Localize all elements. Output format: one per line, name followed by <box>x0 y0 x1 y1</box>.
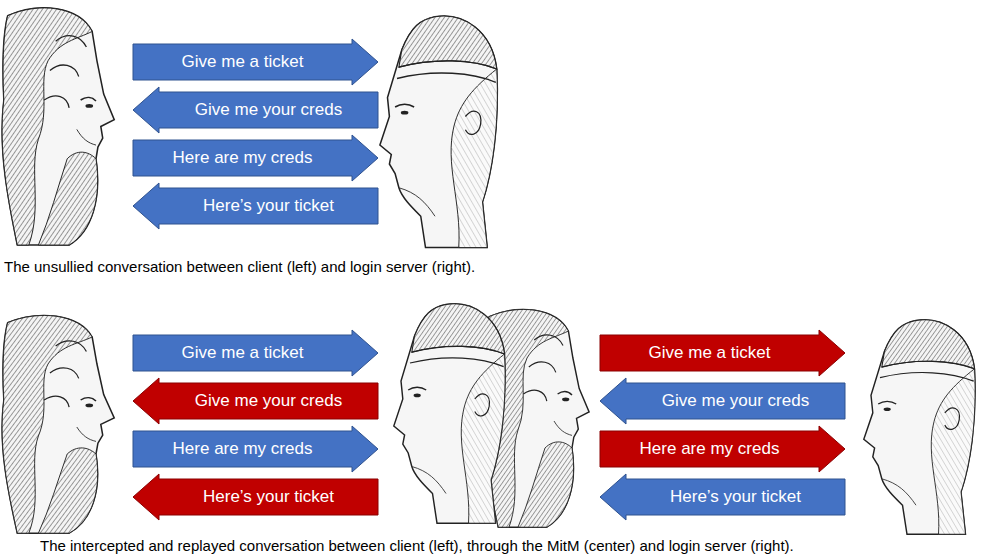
message-text: Here’s your ticket <box>159 474 378 520</box>
message-text: Here’s your ticket <box>626 474 845 520</box>
caption-text: The intercepted and replayed conversatio… <box>38 537 796 554</box>
arrow-outline <box>600 378 845 424</box>
message-arrow: Here are my creds <box>600 426 845 472</box>
message-text: Give me a ticket <box>600 330 819 376</box>
message-arrow: Give me your creds <box>600 378 845 424</box>
message-text: Here are my creds <box>600 426 819 472</box>
arrow-outline <box>133 378 378 424</box>
message-arrow: Here’s your ticket <box>133 183 378 229</box>
message-arrow: Here’s your ticket <box>133 474 378 520</box>
message-text: Give me your creds <box>626 378 845 424</box>
message-text: Give me a ticket <box>133 330 352 376</box>
message-text: Here’s your ticket <box>159 183 378 229</box>
message-arrow: Give me your creds <box>133 87 378 133</box>
caption-text: The unsullied conversation between clien… <box>2 258 477 275</box>
mitm-janus-head <box>394 304 505 523</box>
arrow-outline <box>133 183 378 229</box>
arrow-outline <box>133 135 378 181</box>
server-head <box>864 320 975 535</box>
client-head <box>2 315 114 533</box>
message-arrow: Give me a ticket <box>600 330 845 376</box>
message-text: Give me a ticket <box>133 39 352 85</box>
message-arrow: Give me your creds <box>133 378 378 424</box>
message-text: Here are my creds <box>133 426 352 472</box>
message-arrow: Here are my creds <box>133 135 378 181</box>
message-text: Give me your creds <box>159 378 378 424</box>
message-arrow: Give me a ticket <box>133 330 378 376</box>
server-head <box>380 16 497 248</box>
arrow-outline <box>600 474 845 520</box>
arrow-outline <box>600 330 845 376</box>
arrow-outline <box>600 426 845 472</box>
message-arrow: Give me a ticket <box>133 39 378 85</box>
arrow-outline <box>133 330 378 376</box>
arrow-outline <box>133 39 378 85</box>
message-text: Here are my creds <box>133 135 352 181</box>
arrow-outline <box>133 474 378 520</box>
message-arrow: Here’s your ticket <box>600 474 845 520</box>
arrow-outline <box>133 426 378 472</box>
message-arrow: Here are my creds <box>133 426 378 472</box>
message-text: Give me your creds <box>159 87 378 133</box>
client-head <box>2 8 114 245</box>
arrow-outline <box>133 87 378 133</box>
